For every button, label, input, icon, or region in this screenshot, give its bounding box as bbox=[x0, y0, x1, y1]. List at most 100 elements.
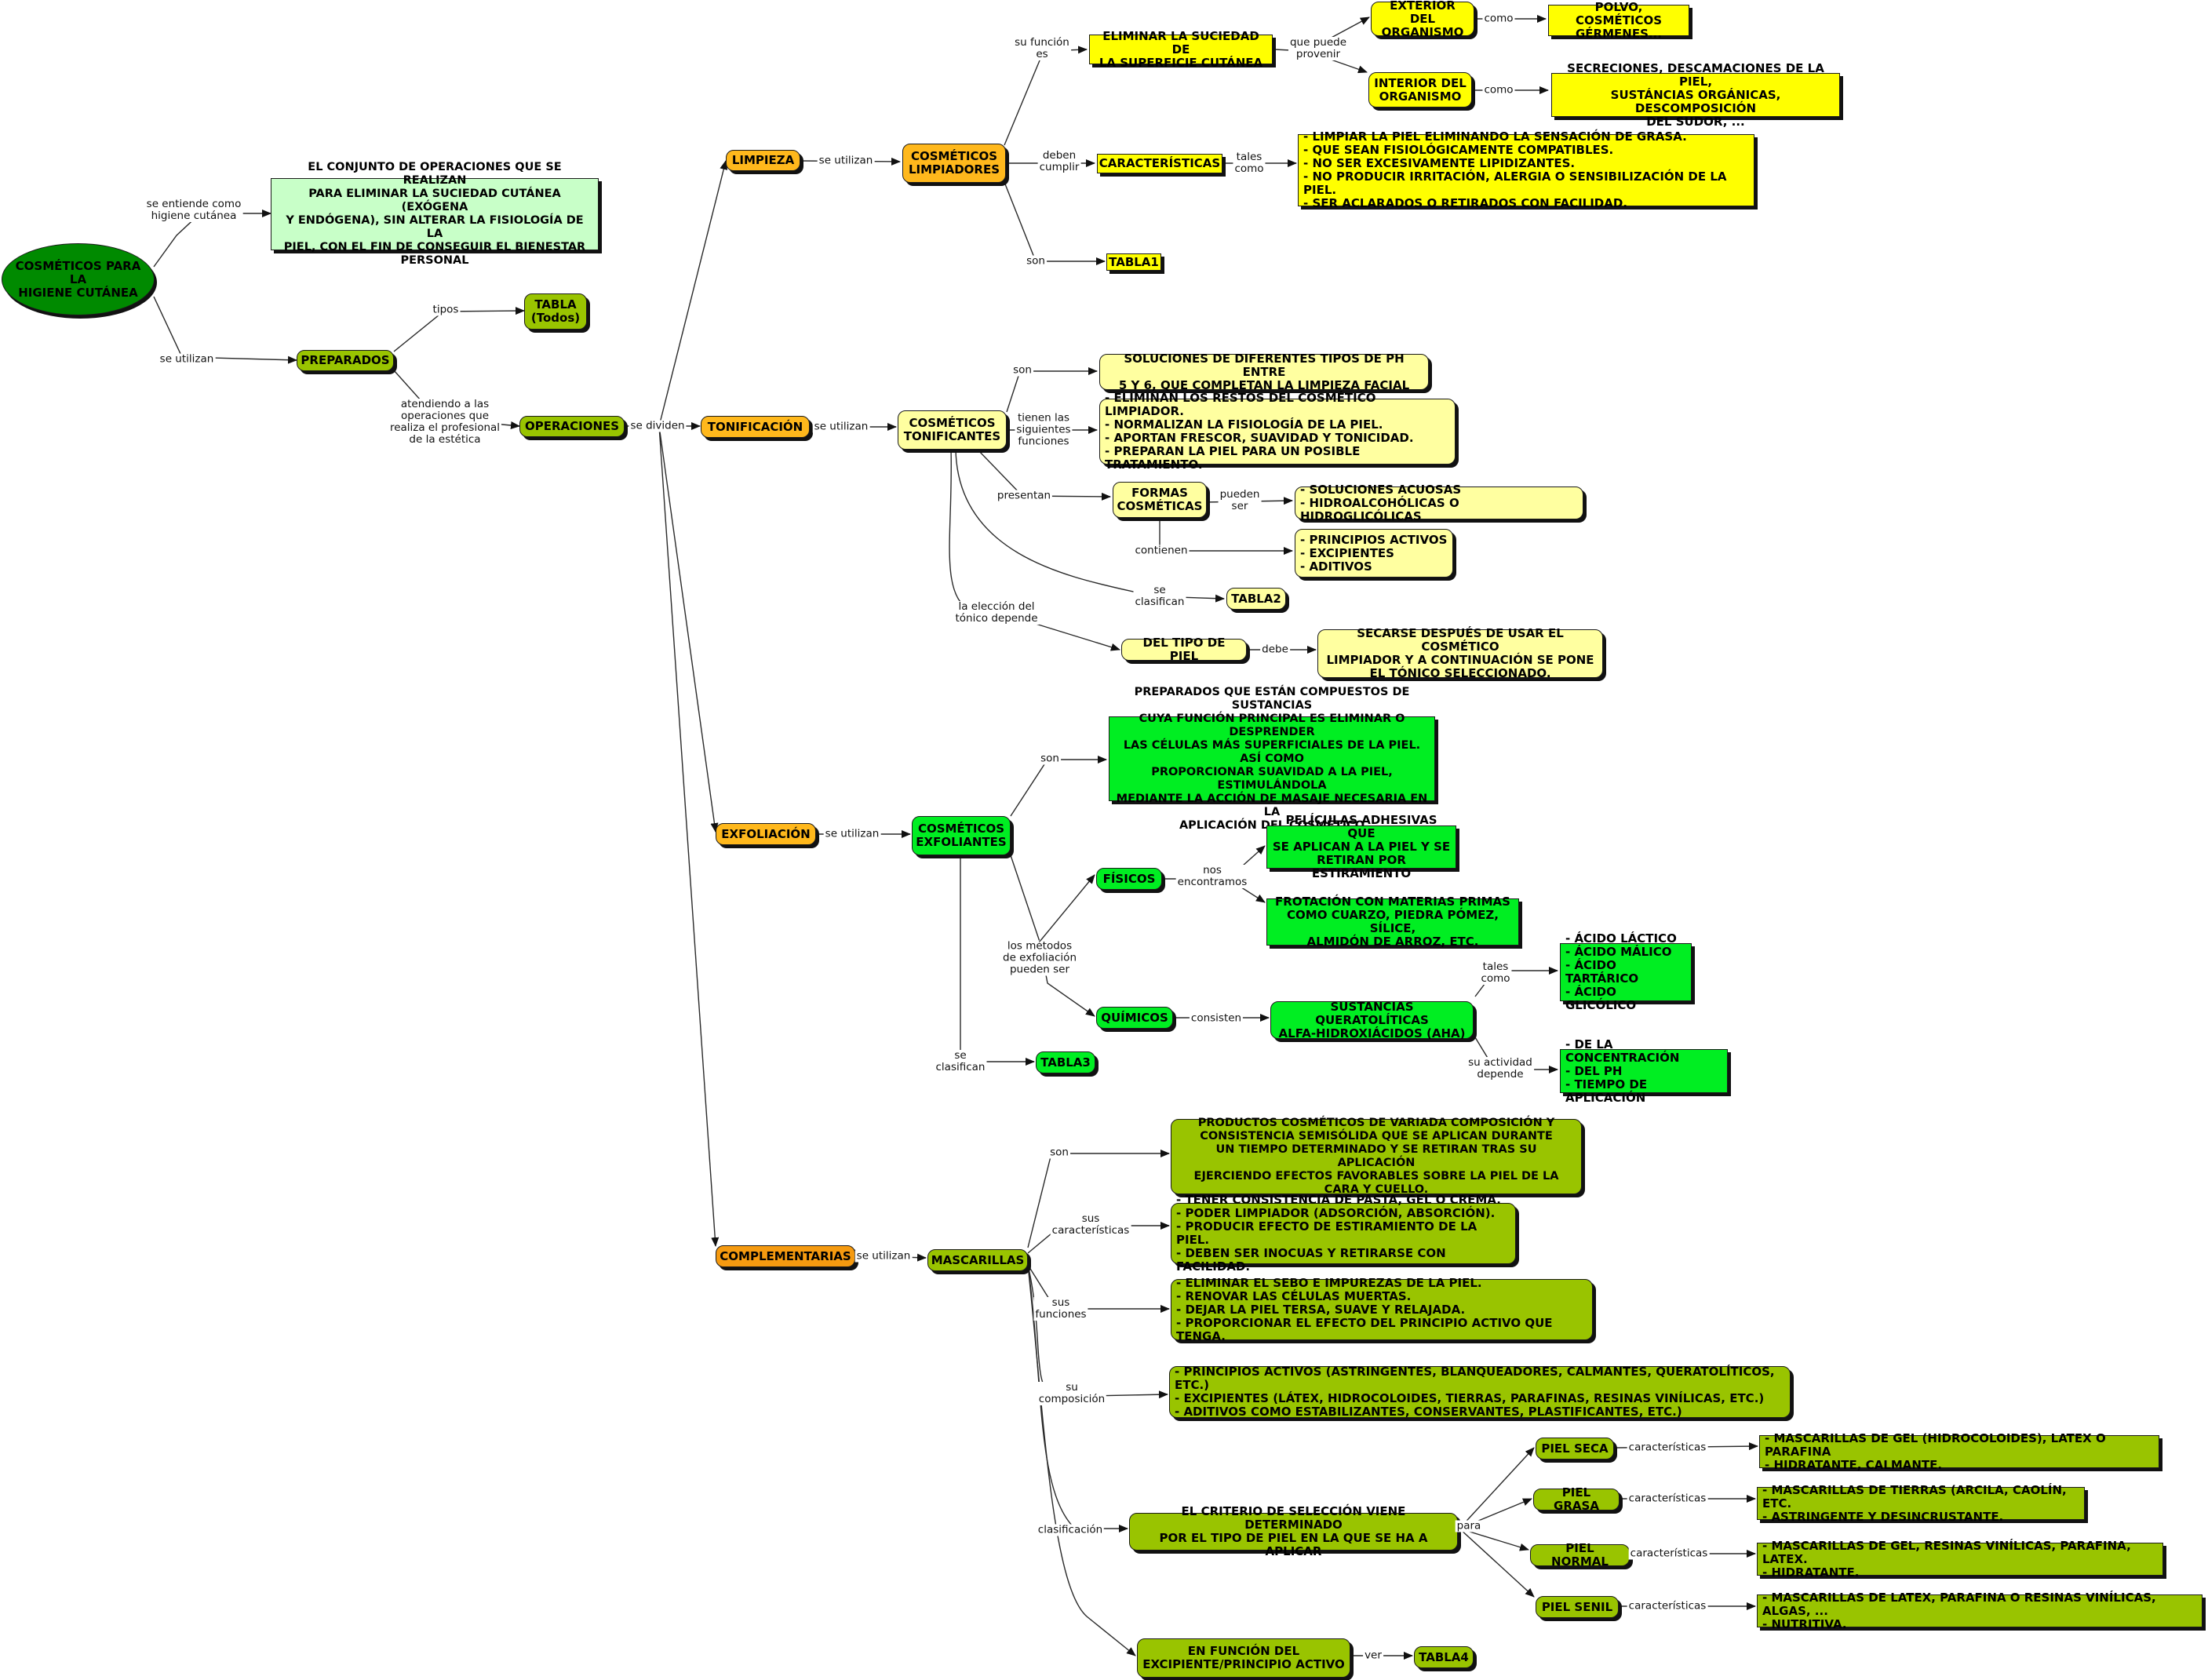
mascarillas-composicion[interactable]: - PRINCIPIOS ACTIVOS (ASTRINGENTES, BLAN… bbox=[1169, 1365, 1791, 1419]
label-su-actividad: su actividad depende bbox=[1467, 1056, 1534, 1081]
label-sus-funciones: sus funciones bbox=[1033, 1296, 1088, 1321]
label-se-clasifican2: se clasifican bbox=[1133, 584, 1186, 608]
tonificacion-node[interactable]: TONIFICACIÓN bbox=[701, 416, 810, 438]
piel-seca-node[interactable]: PIEL SECA bbox=[1536, 1438, 1614, 1460]
interior-organismo[interactable]: INTERIOR DEL ORGANISMO bbox=[1368, 72, 1472, 108]
soluciones-ph[interactable]: SOLUCIONES DE DIFERENTES TIPOS DE PH ENT… bbox=[1099, 352, 1429, 392]
limpieza-node[interactable]: LIMPIEZA bbox=[726, 150, 800, 171]
tabla-todos-node[interactable]: TABLA (Todos) bbox=[524, 293, 587, 330]
piel-normal-desc[interactable]: - MASCARILLAS DE GEL, RESINAS VINÍLICAS,… bbox=[1757, 1539, 2163, 1579]
piel-grasa-desc[interactable]: - MASCARILLAS DE TIERRAS (ARCILA, CAOLÍN… bbox=[1757, 1483, 2085, 1523]
formas-acuosas[interactable]: - SOLUCIONES ACUOSAS - HIDROALCOHÓLICAS … bbox=[1295, 483, 1583, 523]
tipo-piel-node[interactable]: DEL TIPO DE PIEL bbox=[1121, 636, 1247, 663]
label-atendiendo: atendiendo a las operaciones que realiza… bbox=[388, 398, 502, 446]
edge-masc-funcion bbox=[1027, 1264, 1136, 1656]
piel-grasa-node[interactable]: PIEL GRASA bbox=[1533, 1486, 1620, 1513]
tabla1-node[interactable]: TABLA1 bbox=[1106, 253, 1161, 271]
label-como2: como bbox=[1482, 83, 1515, 97]
exfoliantes-definicion[interactable]: PREPARADOS QUE ESTÁN COMPUESTOS DE SUSTA… bbox=[1109, 686, 1435, 832]
frotacion-box[interactable]: FROTACIÓN CON MATERIAS PRIMAS COMO CUARZ… bbox=[1266, 895, 1519, 949]
label-debe: debe bbox=[1260, 643, 1290, 656]
edge-cosm-tabla1 bbox=[1004, 181, 1106, 265]
label-caract4: características bbox=[1627, 1599, 1708, 1613]
piel-normal-node[interactable]: PIEL NORMAL bbox=[1530, 1542, 1630, 1569]
edge-cosm-eliminar bbox=[1004, 46, 1088, 146]
edge-masc-composicion bbox=[1027, 1264, 1168, 1399]
label-eleccion: la elección del tónico depende bbox=[953, 600, 1040, 625]
label-tipos: tipos bbox=[431, 303, 461, 316]
exterior-organismo[interactable]: EXTERIOR DEL ORGANISMO bbox=[1371, 0, 1474, 38]
definition-box[interactable]: EL CONJUNTO DE OPERACIONES QUE SE REALIZ… bbox=[271, 161, 599, 267]
caracteristicas-lista[interactable]: - LIMPIAR LA PIEL ELIMINANDO LA SENSACIÓ… bbox=[1298, 130, 1754, 210]
tabla4-node[interactable]: TABLA4 bbox=[1414, 1646, 1474, 1668]
label-nos-encontramos: nos encontramos bbox=[1175, 864, 1249, 888]
edge-criterio-seca bbox=[1459, 1447, 1535, 1529]
label-se-entiende: se entiende como higiene cutánea bbox=[144, 198, 243, 222]
fisicos-node[interactable]: FÍSICOS bbox=[1096, 868, 1162, 890]
formas-cosmeticas[interactable]: FORMAS COSMÉTICAS bbox=[1113, 482, 1207, 518]
caracteristicas-node[interactable]: CARACTERÍSTICAS bbox=[1097, 154, 1222, 173]
piel-senil-desc[interactable]: - MASCARILLAS DE LATEX, PARAFINA O RESIN… bbox=[1757, 1591, 2203, 1631]
label-como1: como bbox=[1482, 12, 1515, 25]
acidos-lista[interactable]: - ÁCIDO LÁCTICO - ÁCIDO MÁLICO - ÁCIDO T… bbox=[1560, 932, 1692, 1012]
complementarias-node[interactable]: COMPLEMENTARIAS bbox=[716, 1245, 855, 1267]
quimicos-node[interactable]: QUÍMICOS bbox=[1096, 1007, 1173, 1029]
edge-exf-fisicos bbox=[1010, 855, 1095, 943]
label-pueden-ser: pueden ser bbox=[1218, 488, 1262, 512]
cosmeticos-tonificantes[interactable]: COSMÉTICOS TONIFICANTES bbox=[898, 410, 1007, 450]
label-metodos: los métodos de exfoliación pueden ser bbox=[1001, 939, 1078, 976]
label-tienen-funciones: tienen las siguientes funciones bbox=[1015, 411, 1073, 448]
label-tales-como: tales como bbox=[1233, 151, 1266, 175]
exfoliacion-node[interactable]: EXFOLIACIÓN bbox=[716, 823, 816, 845]
preparados-node[interactable]: PREPARADOS bbox=[297, 350, 394, 371]
funcion-excipiente[interactable]: EN FUNCIÓN DEL EXCIPIENTE/PRINCIPIO ACTI… bbox=[1137, 1638, 1350, 1678]
polvo-cosmeticos[interactable]: POLVO, COSMÉTICOS GÉRMENES... bbox=[1548, 0, 1689, 40]
peliculas-adhesivas[interactable]: PELÍCULAS ADHESIVAS QUE SE APLICAN A LA … bbox=[1266, 814, 1456, 880]
eliminar-suciedad[interactable]: ELIMINAR LA SUCIEDAD DE LA SUPERFICIE CU… bbox=[1089, 29, 1273, 69]
label-se-utilizan-root: se utilizan bbox=[158, 352, 216, 366]
label-limp-se-utilizan: se utilizan bbox=[817, 154, 875, 167]
root-concept[interactable]: COSMÉTICOS PARA LA HIGIENE CUTÁNEA bbox=[2, 243, 155, 315]
tabla2-node[interactable]: TABLA2 bbox=[1226, 588, 1286, 610]
piel-seca-desc[interactable]: - MASCARILLAS DE GEL (HIDROCOLOIDES), LA… bbox=[1759, 1431, 2159, 1471]
label-contienen: contienen bbox=[1133, 544, 1190, 557]
cosmeticos-limpiadores[interactable]: COSMÉTICOS LIMPIADORES bbox=[902, 144, 1006, 183]
edge-root-preparados bbox=[153, 296, 297, 364]
sustancias-queratoliticas[interactable]: SUSTANCIAS QUERATOLÍTICAS ALFA-HIDROXIÁC… bbox=[1270, 1000, 1474, 1040]
label-se-clasifican3: se clasifican bbox=[934, 1049, 987, 1073]
criterio-seleccion[interactable]: EL CRITERIO DE SELECCIÓN VIENE DETERMINA… bbox=[1129, 1505, 1458, 1558]
operaciones-node[interactable]: OPERACIONES bbox=[519, 416, 625, 437]
mascarillas-funciones[interactable]: - ELIMINAR EL SEBO E IMPUREZAS DE LA PIE… bbox=[1171, 1276, 1593, 1343]
formas-principios[interactable]: - PRINCIPIOS ACTIVOS - EXCIPIENTES - ADI… bbox=[1295, 529, 1453, 578]
mascarillas-caracteristicas[interactable]: - TENER CONSISTENCIA DE PASTA, GEL O CRE… bbox=[1171, 1193, 1516, 1274]
edge-criterio-senil bbox=[1459, 1528, 1535, 1598]
cosmeticos-exfoliantes[interactable]: COSMÉTICOS EXFOLIANTES bbox=[912, 816, 1011, 855]
mascarillas-definicion[interactable]: PRODUCTOS COSMÉTICOS DE VARIADA COMPOSIC… bbox=[1171, 1117, 1582, 1196]
piel-senil-node[interactable]: PIEL SENIL bbox=[1536, 1596, 1619, 1618]
label-caract2: características bbox=[1627, 1492, 1708, 1505]
edge-split-exfoliacion bbox=[658, 425, 719, 833]
label-consisten: consisten bbox=[1189, 1011, 1244, 1025]
label-caract1: características bbox=[1627, 1441, 1708, 1454]
label-sus-caracteristicas: sus características bbox=[1050, 1212, 1131, 1237]
mascarillas-node[interactable]: MASCARILLAS bbox=[927, 1249, 1028, 1271]
secarse-box[interactable]: SECARSE DESPUÉS DE USAR EL COSMÉTICO LIM… bbox=[1317, 627, 1603, 680]
secreciones-box[interactable]: SECRECIONES, DESCAMACIONES DE LA PIEL, S… bbox=[1551, 61, 1840, 128]
tonificantes-funciones[interactable]: - ELIMINAN LOS RESTOS DEL COSMÉTICO LIMP… bbox=[1099, 392, 1456, 472]
label-su-composicion: su composición bbox=[1037, 1381, 1107, 1405]
label-comp-se-utilizan: se utilizan bbox=[854, 1249, 913, 1263]
tabla3-node[interactable]: TABLA3 bbox=[1036, 1051, 1095, 1073]
actividad-depende[interactable]: - DE LA CONCENTRACIÓN - DEL PH - TIEMPO … bbox=[1560, 1037, 1728, 1104]
label-exf-son: son bbox=[1039, 752, 1061, 765]
edge-exf-definicion bbox=[1010, 756, 1107, 817]
label-deben-cumplir: deben cumplir bbox=[1037, 149, 1081, 173]
label-que-puede: que puede provenir bbox=[1288, 36, 1349, 60]
edge-criterio-normal bbox=[1459, 1528, 1529, 1551]
label-ver: ver bbox=[1363, 1649, 1383, 1662]
label-masc-son: son bbox=[1048, 1146, 1070, 1159]
label-para: para bbox=[1455, 1519, 1483, 1532]
label-son-tabla1: son bbox=[1025, 254, 1047, 268]
label-se-dividen: se dividen bbox=[629, 419, 687, 432]
edge-split-limpieza bbox=[658, 160, 728, 427]
label-caract3: características bbox=[1628, 1547, 1710, 1560]
